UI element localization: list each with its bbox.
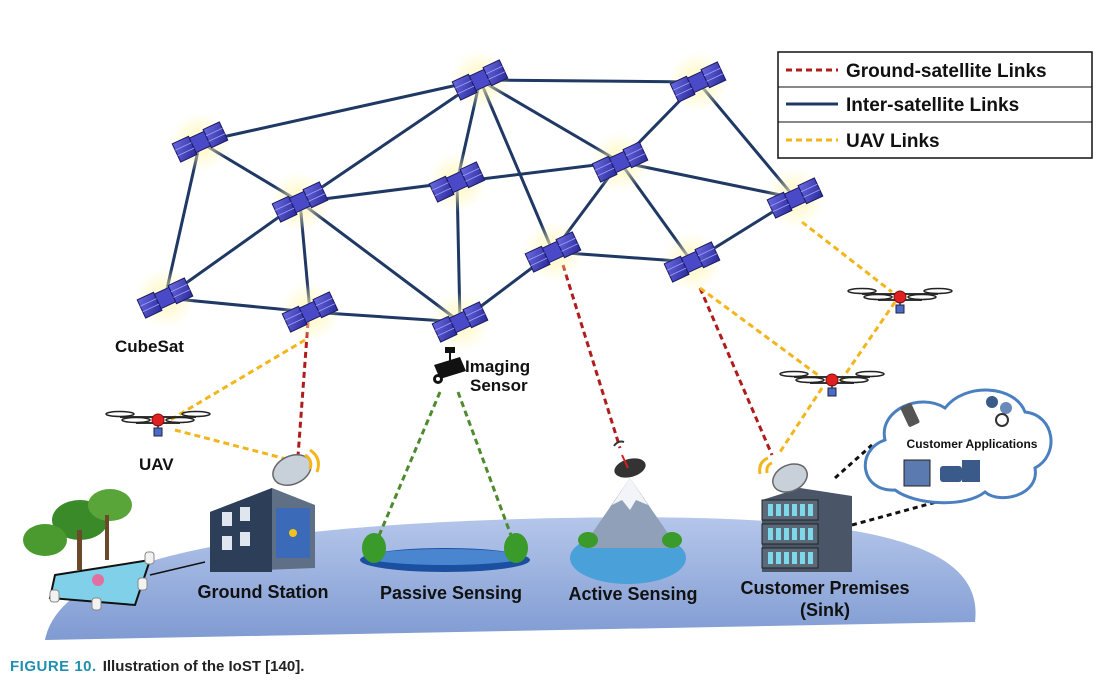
figure-caption: FIGURE 10. Illustration of the IoST [140]… <box>10 658 304 675</box>
phone-icon <box>900 403 920 427</box>
legend-uav: UAV Links <box>846 131 940 152</box>
cubesat-satellite <box>667 51 729 113</box>
iot-field-icon <box>23 489 206 611</box>
uav-drone <box>847 287 953 314</box>
cubesat-satellite <box>589 131 651 193</box>
cubesat-satellite <box>429 291 491 353</box>
passive-sensing-links <box>376 391 514 539</box>
ground-station-icon <box>210 448 320 572</box>
truck-icon <box>962 460 980 482</box>
customer-applications-label: Customer Applications <box>907 437 1038 451</box>
active-sensing-label: Active Sensing <box>568 584 697 604</box>
ground-satellite-links <box>296 264 774 457</box>
legend: Ground-satellite Links Inter-satellite L… <box>777 51 1093 159</box>
car-icon <box>940 466 962 482</box>
figure-number: FIGURE 10. <box>10 658 97 675</box>
cubesat-satellite <box>426 151 488 213</box>
cubesat-label: CubeSat <box>115 337 184 356</box>
customer-app-links <box>834 443 963 527</box>
customer-premises-icon <box>758 456 852 572</box>
cubesat-satellite <box>449 49 511 111</box>
active-sensing-icon <box>570 440 686 584</box>
imaging-sensor-label-line1: Imaging <box>465 357 530 376</box>
cubesat-satellite <box>269 171 331 233</box>
figure-caption-text: Illustration of the IoST [140]. <box>102 658 305 675</box>
magnifier-icon <box>995 413 1009 427</box>
legend-inter-satellite: Inter-satellite Links <box>846 95 1019 116</box>
cubesat-satellite <box>134 267 196 329</box>
cubesat-satellite <box>169 111 231 173</box>
imaging-sensor-label-line2: Sensor <box>470 376 528 395</box>
uav-links <box>169 220 897 462</box>
cubesat-satellite <box>279 281 341 343</box>
customer-premises-sink-label: (Sink) <box>800 600 850 620</box>
people-icon <box>986 396 998 408</box>
passive-sensing-label: Passive Sensing <box>380 583 522 603</box>
passive-sensing-icon <box>360 533 530 572</box>
cubesat-satellite <box>522 221 584 283</box>
uav-drone <box>779 370 885 397</box>
cubesat-satellite <box>764 167 826 229</box>
chip-icon <box>903 459 931 487</box>
ground-station-label: Ground Station <box>198 582 329 602</box>
uav-label: UAV <box>139 455 174 474</box>
customer-premises-label: Customer Premises <box>740 578 909 598</box>
uav-drone <box>105 410 211 437</box>
cubesat-satellite <box>661 231 723 293</box>
legend-ground-satellite: Ground-satellite Links <box>846 61 1047 82</box>
customer-applications-cloud: Customer Applications <box>863 388 1053 505</box>
imaging-sensor-icon <box>433 347 466 384</box>
